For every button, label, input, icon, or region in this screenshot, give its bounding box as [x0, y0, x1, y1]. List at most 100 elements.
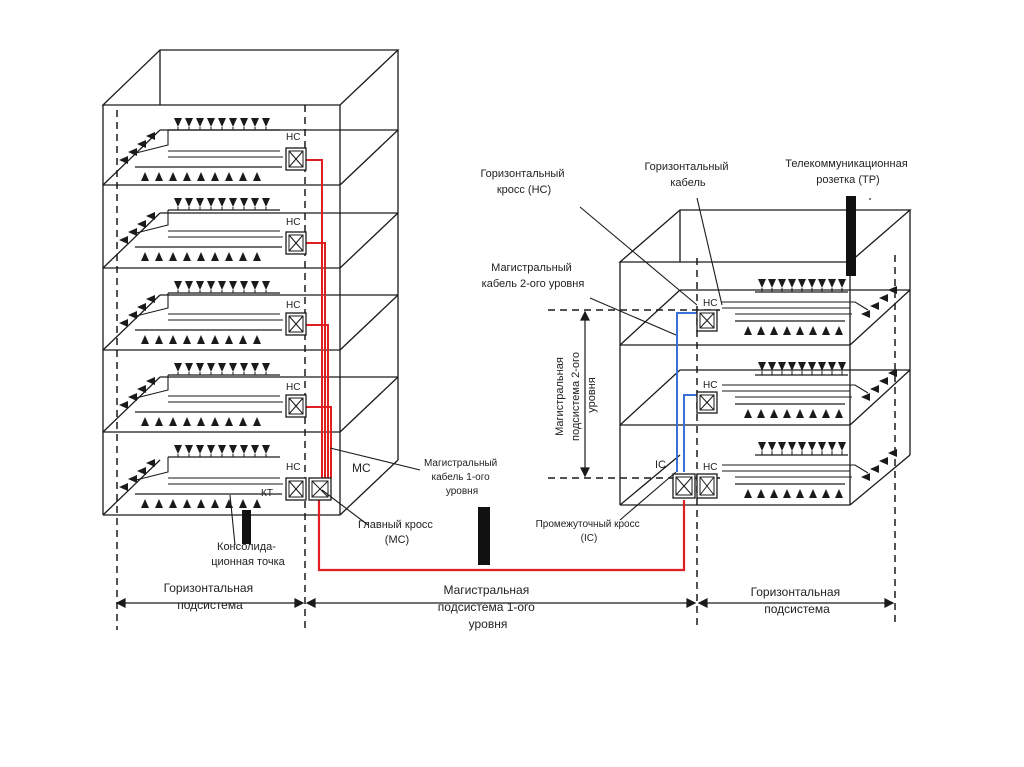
left-floor-back-edge — [102, 129, 161, 186]
outlet-icon — [225, 499, 233, 508]
outlet-icon — [808, 442, 816, 451]
outlet-icon — [262, 118, 270, 127]
left-building — [101, 49, 400, 516]
outlet-icon — [183, 252, 191, 261]
telecom-outlet-cable — [846, 196, 856, 276]
outlet-icon — [239, 252, 247, 261]
outlet-icon — [757, 409, 765, 418]
outlet-icon — [822, 409, 830, 418]
outlet-icon — [796, 489, 804, 498]
outlet-icon — [183, 335, 191, 344]
red-backbone-riser — [305, 159, 323, 478]
outlet-icon — [141, 172, 149, 181]
outlet-icon — [128, 148, 137, 156]
outlet-icon — [137, 140, 146, 148]
intermediate-cross-box — [672, 473, 696, 499]
outlet-icon — [835, 489, 843, 498]
cross-box-diag — [675, 476, 693, 496]
outlet-icon — [240, 363, 248, 372]
right-cable-bundle — [722, 301, 869, 311]
outlet-icon — [211, 335, 219, 344]
outlet-icon — [822, 489, 830, 498]
main-cross-box — [308, 477, 332, 501]
outlet-icon — [251, 281, 259, 290]
red-backbone-riser — [305, 406, 332, 478]
outlet-icon — [183, 417, 191, 426]
outlet-icon — [196, 445, 204, 454]
outlet-icon — [169, 417, 177, 426]
outlet-icon — [262, 363, 270, 372]
callout-leaders — [229, 197, 871, 546]
backbone-subsystem-1-label: Магистральная подсистема 1-ого уровня — [438, 583, 538, 631]
outlet-icon — [174, 363, 182, 372]
outlet-icon — [225, 335, 233, 344]
right-ic-label: IC — [655, 459, 666, 471]
blue-backbone-riser — [683, 394, 697, 472]
left-cable-bundle — [135, 375, 169, 399]
outlet-icon — [239, 335, 247, 344]
kt-label: КТ — [261, 488, 273, 499]
outlet-icon — [218, 363, 226, 372]
outlet-icon — [207, 281, 215, 290]
outlet-icon — [119, 319, 128, 327]
outlet-icon — [218, 118, 226, 127]
outlet-icon — [169, 499, 177, 508]
outlet-icon — [835, 326, 843, 335]
cross-box-inner — [288, 315, 304, 333]
outlet-icon — [197, 252, 205, 261]
left-mc-label: МС — [352, 461, 371, 475]
outlet-icon — [197, 172, 205, 181]
right-cable-bundle — [722, 384, 869, 394]
outlet-icon — [798, 362, 806, 371]
outlet-icon — [818, 279, 826, 288]
outlet-icon — [119, 236, 128, 244]
outlet-icon — [768, 279, 776, 288]
right-hc-label-2: НС — [703, 380, 717, 391]
red-backbone-riser — [305, 324, 329, 478]
horizontal-subsystem-right-label: Горизонтальная подсистема — [751, 585, 844, 616]
outlet-icon — [155, 499, 163, 508]
horizontal-cross-box — [285, 147, 307, 171]
outlet-icon — [128, 311, 137, 319]
intermediate-cross-callout: Промежуточный кросс (IC) — [536, 519, 643, 544]
outlet-icon — [211, 252, 219, 261]
outlet-icon — [757, 489, 765, 498]
outlet-icon — [146, 377, 155, 385]
outlet-icon — [870, 302, 879, 310]
outlet-icon — [240, 281, 248, 290]
cross-box-inner — [288, 480, 304, 498]
outlet-icon — [229, 118, 237, 127]
outlet-icon — [239, 499, 247, 508]
outlet-icon — [229, 198, 237, 207]
outlet-icon — [146, 459, 155, 467]
right-floor-back-edge — [619, 369, 681, 426]
outlet-icon — [870, 465, 879, 473]
right-floor-side-edge — [849, 369, 911, 426]
outlet-icon — [174, 118, 182, 127]
outlet-icon — [174, 445, 182, 454]
backbone-cable-1-marker — [478, 507, 490, 565]
outlet-icon — [879, 377, 888, 385]
outlet-icon — [262, 445, 270, 454]
outlet-icon — [183, 499, 191, 508]
cross-box-inner — [288, 150, 304, 168]
outlet-icon — [778, 442, 786, 451]
outlet-icon — [838, 279, 846, 288]
outlet-icon — [185, 118, 193, 127]
consolidation-point-cable — [242, 510, 251, 544]
outlet-icon — [141, 335, 149, 344]
outlet-icon — [783, 409, 791, 418]
right-hc-label-1: НС — [703, 298, 717, 309]
horizontal-cross-box — [696, 391, 718, 414]
outlet-icon — [155, 417, 163, 426]
outlet-icon — [211, 417, 219, 426]
horizontal-cross-callout: Горизонтальный кросс (НС) — [480, 168, 567, 196]
outlet-icon — [262, 198, 270, 207]
cross-box-diag — [288, 480, 304, 498]
outlet-icon — [137, 303, 146, 311]
outlet-icon — [119, 401, 128, 409]
left-cable-bundle — [135, 130, 169, 154]
outlet-icon — [197, 499, 205, 508]
